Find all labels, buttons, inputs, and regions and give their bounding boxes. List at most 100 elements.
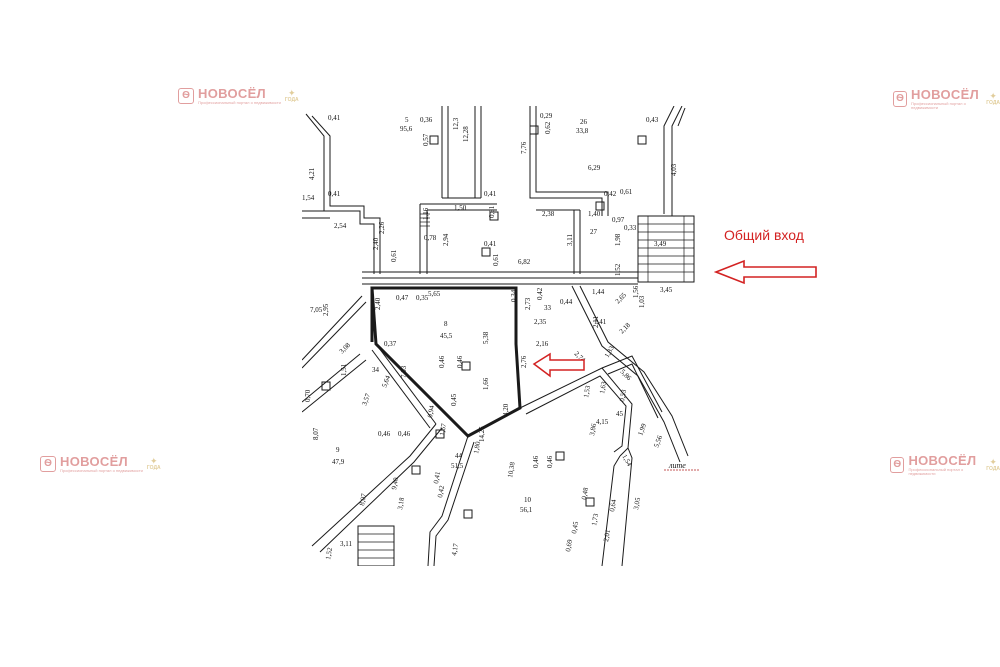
dimension-label: 4,17 [450, 542, 460, 556]
dimension-label: 2,11 [592, 316, 600, 328]
dimension-label: 1,52 [614, 263, 622, 276]
award-badge-icon: ✦ГОДА [146, 456, 161, 471]
room-area: 33,8 [576, 127, 589, 135]
house-logo-icon: Ѳ [890, 457, 905, 473]
watermark-tagline: Профессиональный портал о недвижимости [908, 467, 964, 476]
dimension-label: 4,03 [670, 163, 678, 176]
dimension-label: 2,40 [372, 237, 380, 250]
dimension-label: 0,35 [416, 294, 429, 302]
dimension-label: 0,61 [488, 205, 496, 218]
dimension-label: 7,05 [310, 306, 323, 314]
watermark-logo-top-left: Ѳ НОВОСЁЛ Профессиональный портал о недв… [178, 87, 299, 105]
dimension-label: 3,18 [396, 496, 406, 510]
dimension-label: 6,29 [588, 164, 601, 172]
dimension-label: 8,07 [358, 492, 368, 506]
dimension-label: 0,42 [604, 190, 617, 198]
plan-walls [302, 106, 695, 566]
dimension-label: 1,52 [324, 546, 334, 560]
dimension-label: 6,82 [518, 258, 531, 266]
dimension-labels: 0,41 0,36 0,57 12,3 12,28 0,29 0,62 0,43… [302, 112, 678, 560]
watermark-tagline: Профессиональный портал о недвижимости [911, 101, 966, 110]
dimension-label: 7,76 [520, 141, 528, 154]
room-entrance-arrow-icon [532, 352, 585, 378]
watermark-brand: НОВОСЁЛ [908, 453, 977, 468]
dimension-label: 9,40 [390, 476, 400, 490]
room-number: 10 [524, 496, 532, 504]
dimension-label: 12,28 [462, 126, 470, 142]
dimension-label: 2,01 [602, 528, 612, 542]
dimension-label: 0,69 [564, 538, 574, 552]
dimension-label: 14,25 [478, 426, 486, 442]
watermark-brand: НОВОСЁЛ [198, 86, 266, 101]
room-area: 47,9 [332, 458, 345, 466]
floor-plan: 5 95,6 26 33,8 27 8 45,5 33 34 45 9 47,9… [302, 106, 699, 566]
dimension-label: 0,47 [396, 294, 409, 302]
dimension-label: 1,67 [438, 422, 448, 436]
dimension-label: 1,44 [592, 288, 605, 296]
dimension-label: 2,18 [618, 321, 633, 336]
dimension-label: 1,99 [636, 422, 648, 437]
dimension-label: 2,54 [334, 222, 347, 230]
watermark-tagline: Профессиональный портал о недвижимости [60, 468, 143, 473]
dimension-label: 3,57 [360, 392, 372, 407]
dimension-label: 0,46 [438, 355, 446, 368]
house-logo-icon: Ѳ [40, 456, 56, 472]
award-badge-icon: ✦ГОДА [986, 457, 1000, 472]
dimension-label: 0,46 [378, 430, 391, 438]
award-badge-icon: ✦ГОДА [986, 91, 1000, 106]
dimension-label: 2,73 [524, 297, 532, 310]
dimension-label: 0,61 [620, 188, 633, 196]
dimension-label: 0,46 [546, 455, 554, 468]
dimension-label: 0,33 [624, 224, 637, 232]
room-area: 45,5 [440, 332, 453, 340]
dimension-label: 1,66 [482, 377, 490, 390]
dimension-label: 2,65 [614, 291, 629, 306]
dimension-label: 0,46 [532, 455, 540, 468]
dimension-label: 0,42 [536, 287, 544, 300]
main-entrance-arrow-icon [714, 259, 817, 285]
watermark-brand: НОВОСЁЛ [60, 454, 128, 469]
room-labels: 5 95,6 26 33,8 27 8 45,5 33 34 45 9 47,9… [332, 116, 624, 514]
dimension-label: 0,78 [424, 234, 437, 242]
dimension-label: 5,65 [428, 290, 441, 298]
dimension-label: 0,29 [540, 112, 553, 120]
house-logo-icon: Ѳ [178, 88, 194, 104]
dimension-label: 0,45 [450, 393, 458, 406]
dimension-label: 12,3 [452, 117, 460, 130]
dimension-label: 1,80 [472, 440, 482, 454]
dimension-label: 0,57 [422, 133, 430, 146]
dimension-label: 0,61 [390, 249, 398, 262]
dimension-label: 2,40 [374, 297, 382, 310]
dimension-label: 0,41 [484, 190, 497, 198]
dimension-label: 3,08 [338, 341, 353, 356]
dimension-label: 1,56 [632, 285, 640, 298]
watermark-brand: НОВОСЁЛ [911, 87, 980, 102]
dimension-label: 4,21 [308, 167, 316, 180]
dimension-label: 1,03 [638, 295, 646, 308]
dimension-label: 2,94 [442, 233, 450, 246]
dimension-label: 0,94 [426, 404, 436, 418]
room-number: 27 [590, 228, 598, 236]
dimension-label: 4,15 [596, 418, 609, 426]
dimension-label: 1,50 [454, 204, 467, 212]
dimension-label: 3,11 [340, 540, 352, 548]
dimension-label: 2,95 [322, 303, 330, 316]
house-logo-icon: Ѳ [893, 91, 908, 107]
room-number: 8 [444, 320, 448, 328]
dimension-label: 5,56 [652, 434, 664, 449]
dimension-label: 0,97 [612, 216, 625, 224]
dimension-label: 10,38 [506, 461, 517, 478]
dimension-label: 1,51 [340, 363, 348, 376]
room-number: 5 [405, 116, 409, 124]
dimension-label: 0,44 [560, 298, 573, 306]
dimension-label: 2,16 [536, 340, 549, 348]
dimension-label: 5,38 [482, 331, 490, 344]
room-area: 51,5 [451, 462, 464, 470]
dimension-label: 1,53 [582, 384, 592, 398]
dimension-label: 3,11 [566, 234, 574, 246]
dimension-label: 0,41 [484, 240, 497, 248]
room-number: 9 [336, 446, 340, 454]
dimension-label: 2,76 [520, 355, 528, 368]
watermark-logo-mid-left: Ѳ НОВОСЁЛ Профессиональный портал о недв… [40, 455, 161, 473]
dimension-label: 0,34 [510, 289, 518, 302]
